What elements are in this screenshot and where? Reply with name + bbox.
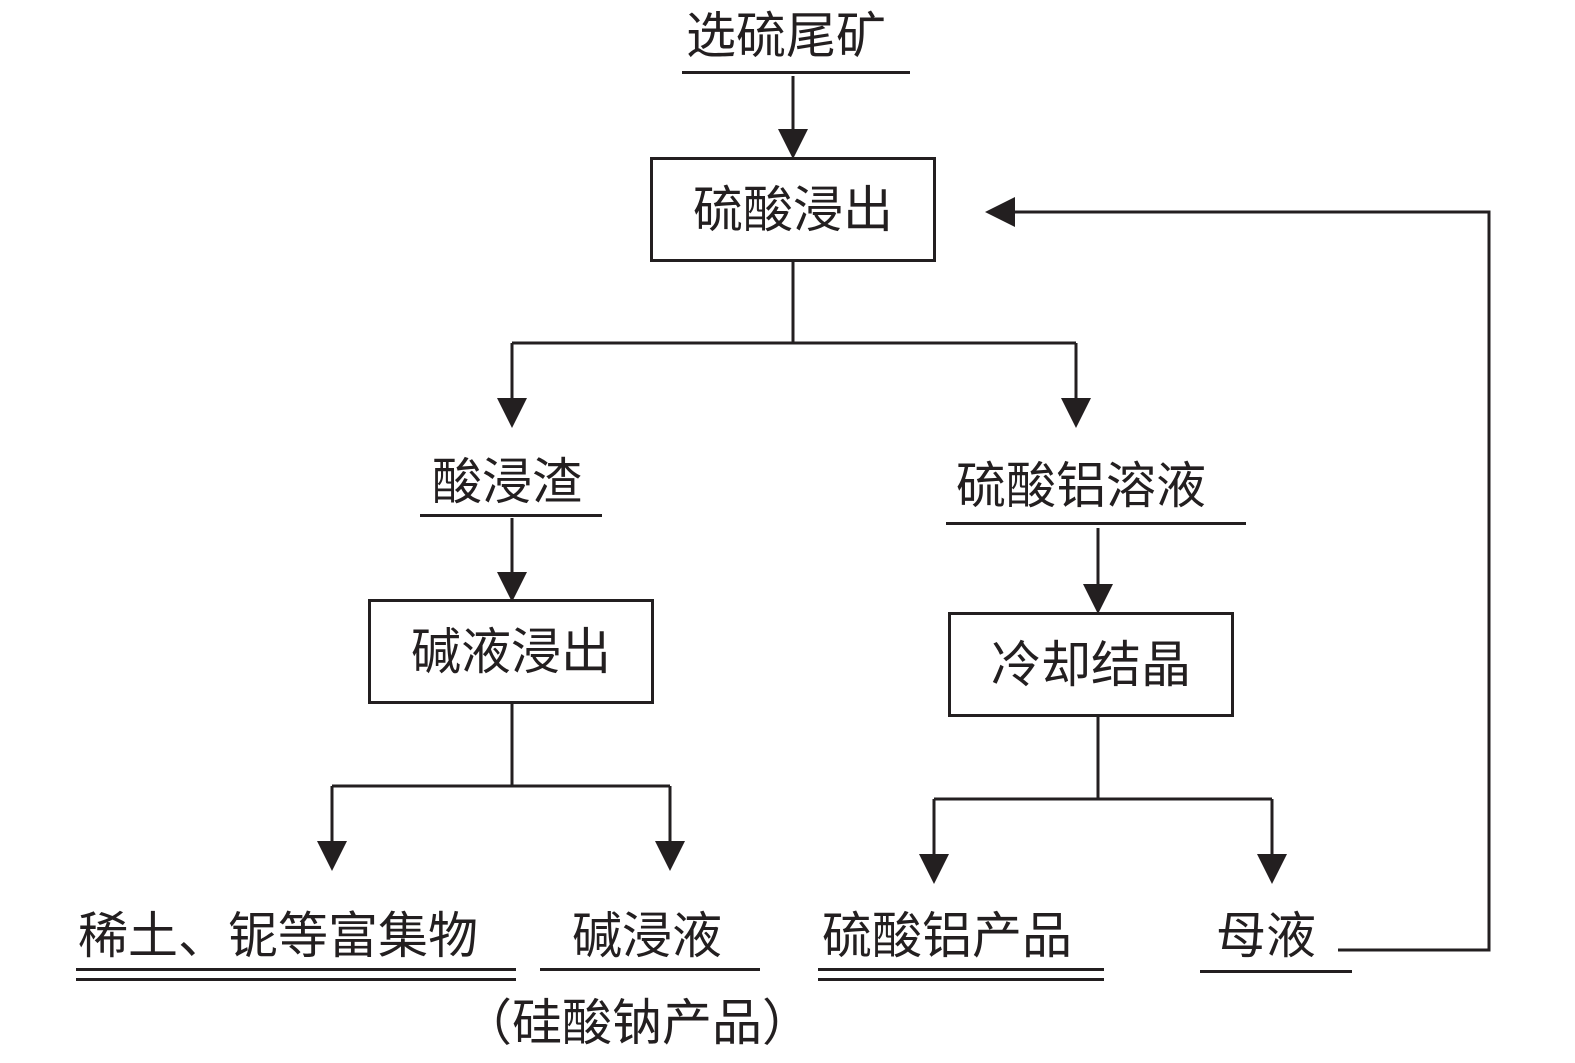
underline-ore bbox=[682, 71, 910, 74]
underline-alkali-liquor bbox=[540, 968, 760, 971]
node-mother-liquor: 母液 bbox=[1216, 907, 1316, 965]
process-crystallize-label: 冷却结晶 bbox=[991, 635, 1191, 694]
process-alkali-leach: 碱液浸出 bbox=[368, 599, 654, 704]
note-sodium-silicate: （硅酸钠产品） bbox=[462, 994, 812, 1052]
process-acid-leach: 硫酸浸出 bbox=[650, 157, 936, 262]
node-ore: 选硫尾矿 bbox=[686, 7, 886, 65]
product-alum: 硫酸铝产品 bbox=[822, 907, 1072, 965]
process-acid-leach-label: 硫酸浸出 bbox=[693, 180, 893, 239]
node-acid-residue: 酸浸渣 bbox=[432, 453, 582, 511]
product-ree-concentrate: 稀土、铌等富集物 bbox=[78, 907, 478, 965]
node-alkali-liquor: 碱浸液 bbox=[572, 907, 722, 965]
underline-alum-solution bbox=[946, 522, 1246, 525]
underline-ree-concentrate-1 bbox=[76, 968, 516, 971]
underline-alum-product-2 bbox=[818, 978, 1104, 981]
underline-alum-product-1 bbox=[818, 968, 1104, 971]
process-crystallize: 冷却结晶 bbox=[948, 612, 1234, 717]
underline-mother-liquor bbox=[1200, 970, 1352, 973]
underline-ree-concentrate-2 bbox=[76, 978, 516, 981]
process-alkali-leach-label: 碱液浸出 bbox=[411, 622, 611, 681]
node-alum-solution: 硫酸铝溶液 bbox=[956, 457, 1206, 515]
arrow-recycle-mother-liquor bbox=[985, 197, 1491, 952]
underline-acid-residue bbox=[420, 514, 602, 517]
